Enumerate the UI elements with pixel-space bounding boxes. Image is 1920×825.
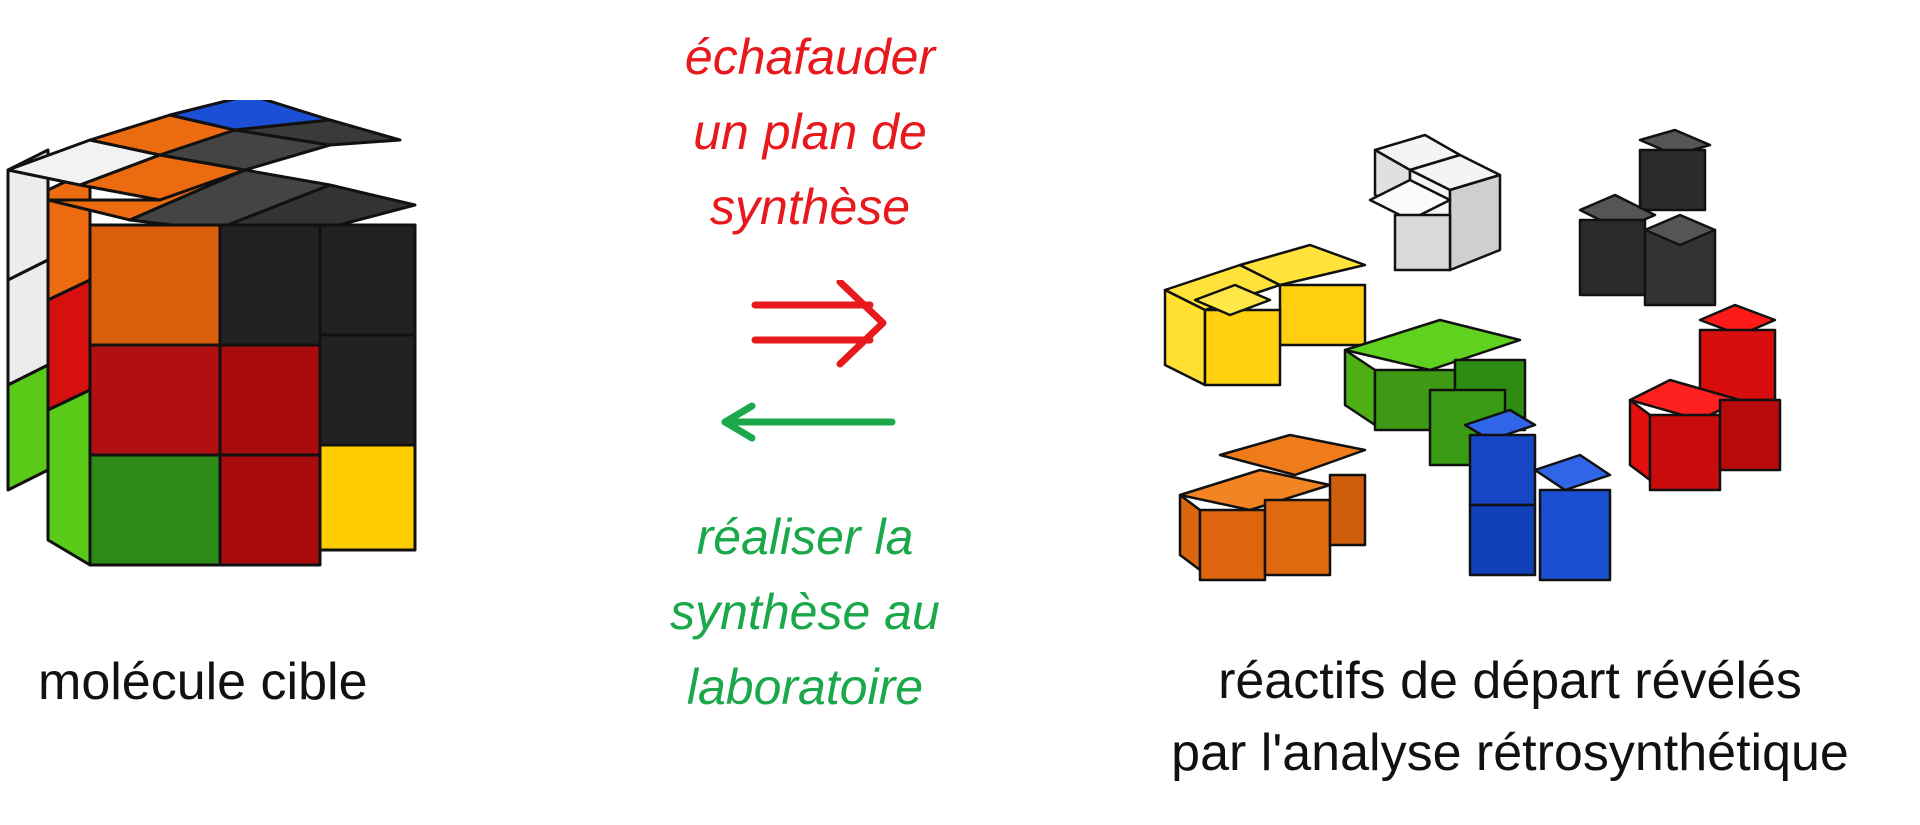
backward-line-2: synthèse au [670,584,940,640]
target-molecule-label: molécule cible [38,653,368,711]
reactant-pieces [1163,128,1782,582]
arrow-left-icon [721,402,896,442]
black-piece [1578,128,1717,307]
reactants-label: réactifs de départ révélés par l'analyse… [1120,645,1900,789]
reactants-label-line-2: par l'analyse rétrosynthétique [1171,724,1849,782]
forward-line-3: synthèse [709,179,911,235]
red-piece [1628,303,1782,492]
forward-text: échafauder un plan de synthèse [650,20,970,245]
backward-line-3: laboratoire [686,659,924,715]
orange-piece [1178,433,1367,582]
reactants-label-line-1: réactifs de départ révélés [1218,652,1802,710]
double-arrow-right-icon [751,280,887,368]
white-piece [1368,133,1502,272]
blue-piece [1463,408,1612,582]
backward-text: réaliser la synthèse au laboratoire [640,500,970,725]
yellow-piece [1163,243,1367,387]
arrows [721,280,896,442]
backward-line-1: réaliser la [696,509,914,565]
target-molecule-cube [6,100,417,567]
forward-line-1: échafauder [684,29,936,85]
forward-line-2: un plan de [693,104,927,160]
